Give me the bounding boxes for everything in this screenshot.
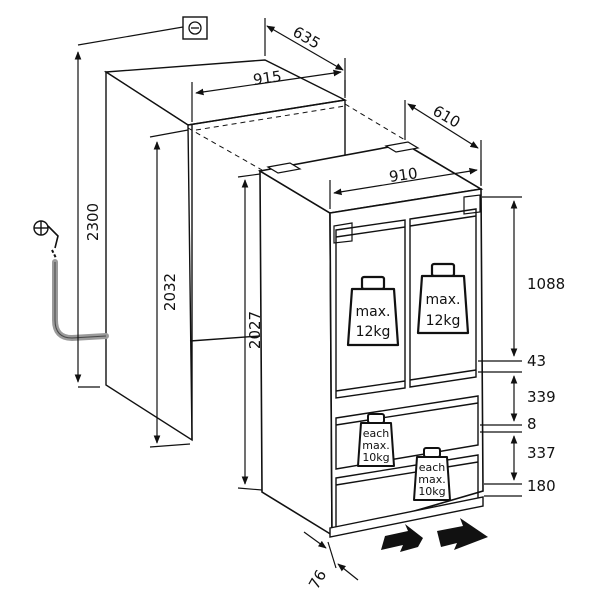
plinth bbox=[329, 496, 484, 538]
dim-plinth: 180 bbox=[527, 477, 556, 495]
construction-lines bbox=[187, 103, 406, 171]
drawer-lower-weight-line3: 10kg bbox=[418, 485, 445, 498]
dim-drawer-upper: 339 bbox=[527, 388, 556, 406]
dim-niche-width: 915 bbox=[252, 67, 283, 89]
door-left-weight-line1: max. bbox=[356, 304, 391, 320]
dim-plinth-depth: 76 bbox=[305, 567, 330, 593]
water-hose bbox=[52, 259, 109, 342]
water-tap-icon bbox=[33, 220, 59, 259]
dim-appliance-height: 2027 bbox=[246, 311, 264, 349]
dim-appliance-depth: 610 bbox=[430, 102, 464, 132]
dim-niche-height: 2300 bbox=[84, 203, 102, 241]
airflow-arrows bbox=[381, 518, 488, 552]
air-intake-arrow bbox=[381, 524, 423, 552]
door-right-weight-line1: max. bbox=[426, 292, 461, 308]
dim-drawer-lower: 337 bbox=[527, 444, 556, 462]
door-right-weight-line2: 12kg bbox=[426, 313, 461, 329]
dim-door-height: 1088 bbox=[527, 275, 565, 293]
dim-appliance-width: 910 bbox=[388, 164, 419, 186]
drawer-lower-weight-line1: each bbox=[419, 461, 446, 474]
drawer-upper-weight-line1: each bbox=[363, 427, 390, 440]
drawer-upper-weight-line2: max. bbox=[362, 439, 389, 452]
drawer-lower-weight-line2: max. bbox=[418, 473, 445, 486]
dimension-lines bbox=[74, 18, 522, 581]
dim-niche-depth: 635 bbox=[290, 23, 324, 53]
weight-icon-door-right: max. 12kg bbox=[416, 262, 470, 335]
socket-icon bbox=[182, 16, 208, 40]
air-exhaust-arrow bbox=[437, 518, 488, 550]
weight-icon-door-left: max. 12kg bbox=[346, 275, 400, 347]
dim-gap-top: 43 bbox=[527, 352, 546, 370]
weight-icon-drawer-upper: each max. 10kg bbox=[357, 413, 395, 467]
drawer-upper-weight-line3: 10kg bbox=[362, 451, 389, 464]
fridge-doors bbox=[335, 208, 477, 399]
door-left-weight-line2: 12kg bbox=[356, 324, 391, 340]
weight-icon-drawer-lower: each max. 10kg bbox=[413, 447, 451, 501]
dim-niche-inner-height: 2032 bbox=[161, 273, 179, 311]
dim-gap-mid: 8 bbox=[527, 415, 537, 433]
